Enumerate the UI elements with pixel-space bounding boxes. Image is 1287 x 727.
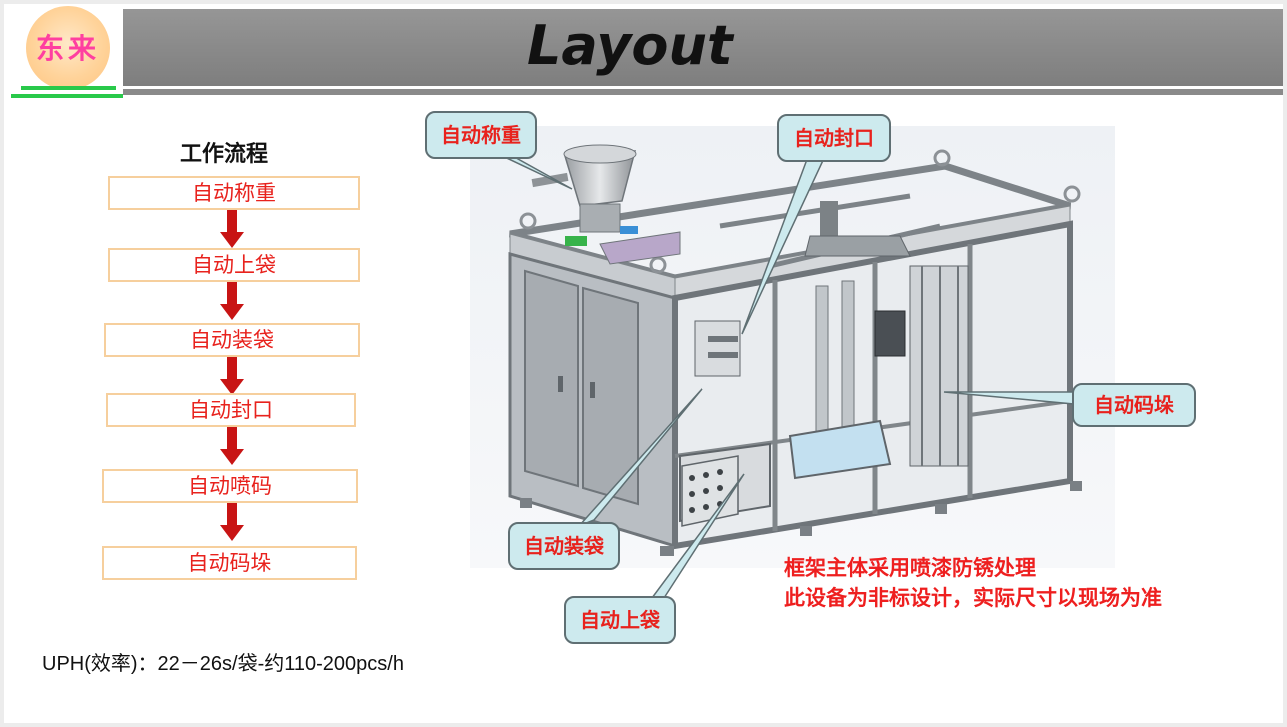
flow-step-coding: 自动喷码 bbox=[102, 469, 358, 503]
callout-bagging: 自动装袋 bbox=[508, 522, 620, 570]
callout-palletizing: 自动码垛 bbox=[1072, 383, 1196, 427]
flow-step-bagging: 自动装袋 bbox=[104, 323, 360, 357]
note-frame-treatment: 框架主体采用喷漆防锈处理 bbox=[784, 556, 1036, 580]
slide: 东来 Layout 工作流程 自动称重 自动上袋 自动装袋 自动封口 自动喷码 … bbox=[4, 4, 1283, 723]
title-bar-line bbox=[123, 89, 1283, 95]
page-title: Layout bbox=[527, 14, 733, 77]
callout-sealing: 自动封口 bbox=[777, 114, 891, 162]
uph-efficiency: UPH(效率)：22－26s/袋-约110-200pcs/h bbox=[42, 653, 404, 675]
down-arrow-icon bbox=[220, 282, 244, 320]
logo-underline bbox=[11, 94, 123, 98]
title-bar bbox=[123, 9, 1283, 86]
flow-step-weighing: 自动称重 bbox=[108, 176, 360, 210]
flow-step-bag-loading: 自动上袋 bbox=[108, 248, 360, 282]
logo-underline bbox=[21, 86, 116, 90]
callout-bag-loading: 自动上袋 bbox=[564, 596, 676, 644]
flow-step-sealing: 自动封口 bbox=[106, 393, 356, 427]
down-arrow-icon bbox=[220, 357, 244, 395]
callout-weighing: 自动称重 bbox=[425, 111, 537, 159]
company-logo: 东来 bbox=[11, 6, 123, 102]
note-nonstandard-design: 此设备为非标设计，实际尺寸以现场为准 bbox=[784, 586, 1162, 610]
flow-title: 工作流程 bbox=[180, 142, 269, 167]
down-arrow-icon bbox=[220, 427, 244, 465]
flow-step-palletizing: 自动码垛 bbox=[102, 546, 357, 580]
logo-text: 东来 bbox=[35, 32, 100, 65]
machine-drawing bbox=[508, 144, 1082, 556]
logo-sun-icon bbox=[26, 6, 110, 90]
down-arrow-icon bbox=[220, 210, 244, 248]
down-arrow-icon bbox=[220, 503, 244, 541]
